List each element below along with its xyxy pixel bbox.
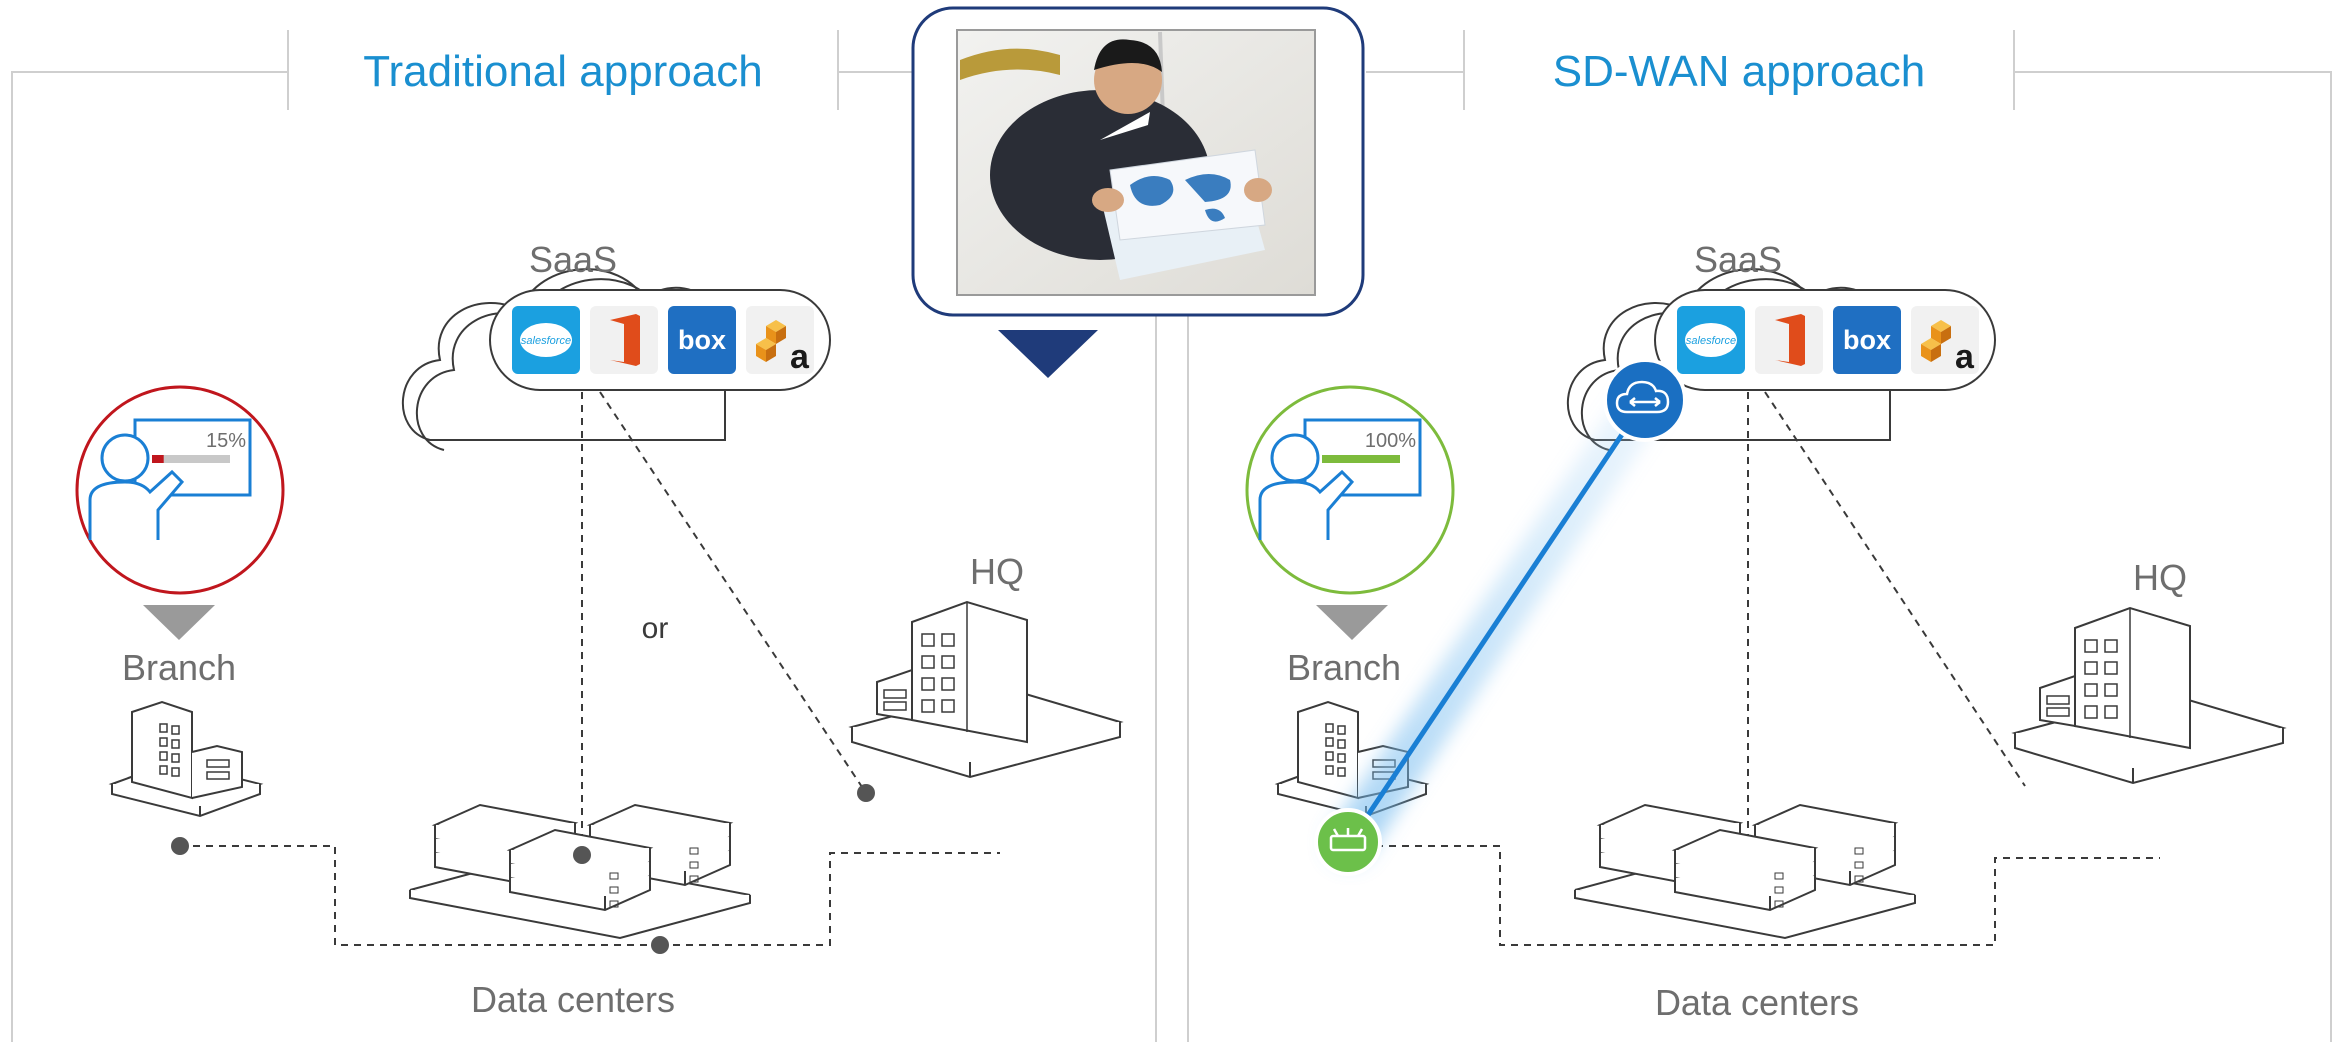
right-panel-title: SD-WAN approach — [1553, 47, 1926, 96]
right-hq-label: HQ — [2133, 557, 2187, 598]
or-label: or — [642, 612, 669, 645]
left-hq-building — [851, 601, 1121, 778]
right-branch-label: Branch — [1287, 647, 1401, 688]
video-thumbnail[interactable] — [911, 6, 1365, 317]
right-branch-chevron-icon — [1316, 605, 1388, 640]
left-saas-cloud: SaaS — [401, 239, 831, 451]
left-branch-label: Branch — [122, 647, 236, 688]
left-panel-title: Traditional approach — [363, 47, 763, 96]
left-connections — [180, 391, 1000, 946]
right-data-centers — [1575, 805, 1915, 938]
right-datacenters-label: Data centers — [1655, 982, 1859, 1023]
sdwan-edge-icon — [1314, 808, 1382, 876]
left-hq-label: HQ — [970, 551, 1024, 592]
right-saas-label: SaaS — [1694, 239, 1782, 280]
left-connection-nodes — [171, 784, 875, 954]
left-saas-label: SaaS — [529, 239, 617, 280]
left-branch-chevron-icon — [143, 605, 215, 640]
left-status-badge: 15% — [75, 385, 285, 595]
right-progress-fill — [1322, 455, 1400, 463]
right-status-badge: 100% — [1245, 385, 1455, 595]
right-connections — [1350, 391, 2160, 946]
down-chevron-icon — [998, 330, 1098, 378]
left-datacenters-label: Data centers — [471, 979, 675, 1020]
right-saas-cloud: SaaS — [1566, 239, 1996, 451]
left-data-centers — [410, 805, 750, 938]
right-progress-text: 100% — [1365, 430, 1416, 452]
sdwan-direct-path — [1327, 377, 1668, 865]
left-progress-text: 15% — [206, 430, 246, 452]
left-progress-fill — [152, 455, 164, 463]
left-progress-track — [152, 455, 230, 463]
right-hq-building — [2014, 607, 2284, 784]
left-branch-building — [111, 701, 261, 817]
cloud-gateway-icon — [1603, 358, 1687, 442]
